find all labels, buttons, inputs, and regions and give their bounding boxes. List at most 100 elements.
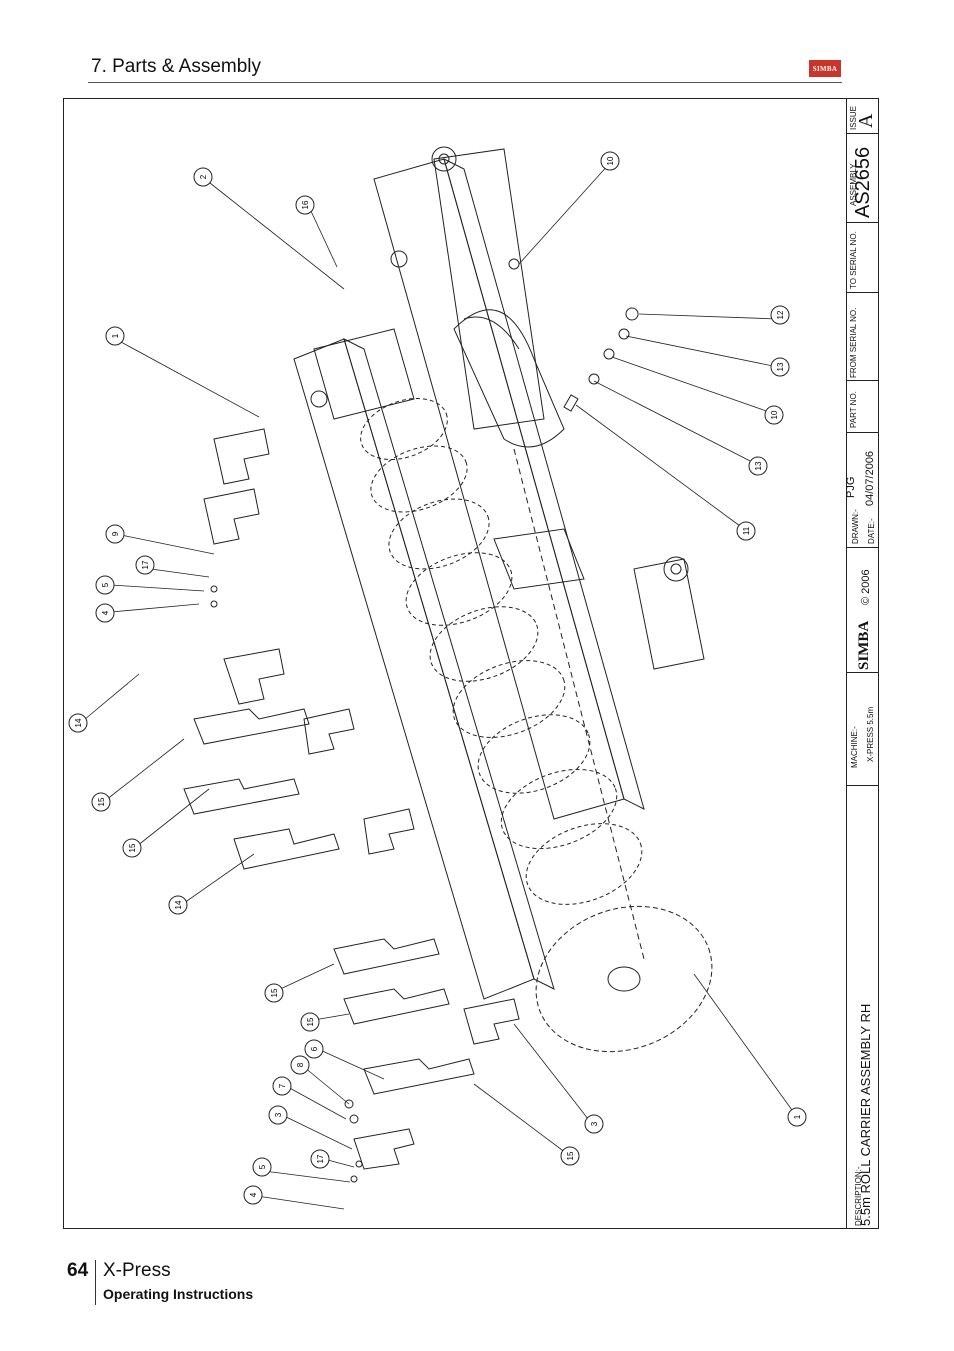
header-rule: [88, 82, 842, 83]
description-value: 5.5m ROLL CARRIER ASSEMBLY RH: [858, 1003, 873, 1226]
callout-bubble: 7: [272, 1076, 292, 1096]
callout-label: 13: [776, 362, 785, 371]
callout-label: 14: [174, 900, 183, 909]
title-block-rule: [846, 222, 879, 223]
callout-label: 10: [606, 156, 615, 165]
callout-bubble: 3: [268, 1105, 288, 1125]
callout-label: 9: [111, 531, 120, 536]
cross-beam: [433, 148, 545, 430]
frame-beam: [343, 338, 555, 990]
callout-bubble: 17: [310, 1149, 330, 1169]
callout-label: 17: [141, 560, 150, 569]
page-header-title: 7. Parts & Assembly: [91, 56, 262, 77]
callout-bubble: 5: [95, 575, 115, 595]
callout-label: 5: [258, 1164, 267, 1169]
roller-discs: [360, 398, 643, 905]
pivot-eye: [390, 250, 408, 268]
exploded-assembly-drawing: 2 16 10 12 13 10 13 11 1 9 17 5 4 14 15 …: [68, 146, 807, 1210]
callout-label: 6: [310, 1046, 319, 1051]
issue-value: A: [855, 113, 877, 128]
callout-label: 7: [278, 1083, 287, 1088]
frame-beam: [293, 338, 535, 1000]
page-number: 64: [67, 1260, 89, 1281]
pivot-eye: [310, 390, 328, 408]
callout-bubble: 15: [560, 1146, 580, 1166]
callout-bubble: 1: [105, 326, 125, 346]
callout-bubble: 16: [295, 195, 315, 215]
callout-label: 17: [316, 1154, 325, 1163]
brand-logo: SIMBA: [809, 60, 841, 77]
frame-beam: [443, 158, 645, 810]
callout-bubble: 10: [600, 151, 620, 171]
callout-label: 10: [770, 410, 779, 419]
callout-bubble: 1: [787, 1107, 807, 1127]
headstock-plate: [463, 316, 520, 350]
drawn-label: DRAWN:-: [851, 509, 860, 544]
title-block-rule: [846, 672, 879, 673]
callout-label: 15: [306, 1017, 315, 1026]
title-block-rule: [846, 785, 879, 786]
title-block-rule: [846, 432, 879, 433]
callout-label: 15: [128, 843, 137, 852]
callout-label: 8: [296, 1062, 305, 1067]
date-value: 04/07/2006: [864, 450, 876, 506]
pivot-eye: [431, 146, 457, 172]
callout-label: 11: [742, 526, 751, 535]
frame-beam: [373, 158, 625, 820]
callout-label: 1: [793, 1114, 802, 1119]
callout-bubble: 10: [764, 405, 784, 425]
cross-beam: [633, 558, 705, 670]
callout-label: 13: [754, 461, 763, 470]
callout-label: 14: [74, 718, 83, 727]
callout-bubble: 3: [584, 1114, 604, 1134]
callout-bubble: 4: [95, 603, 115, 623]
callout-bubble: 13: [770, 357, 790, 377]
callout-bubble: 13: [748, 456, 768, 476]
scraper-brackets: [183, 428, 520, 1170]
fasteners: [210, 258, 639, 1183]
callout-label: 5: [101, 582, 110, 587]
cross-beam: [493, 528, 585, 590]
pivot-eye: [663, 556, 689, 582]
title-block-divider: [846, 98, 847, 1229]
callout-bubble: 9: [105, 524, 125, 544]
callouts: 2 16 10 12 13 10 13 11 1 9 17 5 4 14 15 …: [68, 151, 807, 1205]
callout-bubble: 2: [193, 167, 213, 187]
brand-mark: SIMBA: [856, 620, 872, 670]
callout-label: 15: [97, 797, 106, 806]
assembly-number: AS2656: [852, 146, 874, 218]
pivot-eye: [670, 563, 682, 575]
machine-label: MACHINE:-: [850, 726, 859, 768]
end-disc-hub: [607, 966, 641, 992]
callout-bubble: 17: [135, 555, 155, 575]
copyright: © 2006: [860, 569, 872, 605]
callout-bubble: 15: [300, 1012, 320, 1032]
callout-label: 15: [566, 1151, 575, 1160]
callout-label: 2: [199, 174, 208, 179]
callout-bubble: 11: [736, 521, 756, 541]
footer-subtitle: Operating Instructions: [103, 1286, 254, 1302]
title-block-rule: [846, 547, 879, 548]
callout-bubble: 15: [122, 838, 142, 858]
callout-bubble: 5: [252, 1157, 272, 1177]
machine-value: X-PRESS 5.5m: [866, 706, 875, 762]
drawn-value: PJG: [845, 476, 857, 498]
footer-title: X-Press: [103, 1260, 171, 1281]
callout-bubble: 12: [770, 305, 790, 325]
title-block-rule: [846, 380, 879, 381]
callout-bubble: 14: [168, 895, 188, 915]
roller-axle: [513, 448, 645, 960]
title-block-rule: [846, 133, 879, 134]
title-block-rule: [846, 292, 879, 293]
callout-label: 12: [776, 310, 785, 319]
callout-label: 4: [249, 1192, 258, 1197]
date-label: DATE:-: [867, 518, 876, 544]
callout-label: 15: [270, 988, 279, 997]
headstock-plate: [453, 309, 565, 448]
callout-label: 3: [590, 1121, 599, 1126]
callout-label: 3: [274, 1112, 283, 1117]
callout-bubble: 6: [304, 1039, 324, 1059]
callout-bubble: 15: [264, 983, 284, 1003]
callout-bubble: 15: [91, 792, 111, 812]
from-serial-label: FROM SERIAL NO.: [849, 307, 858, 378]
